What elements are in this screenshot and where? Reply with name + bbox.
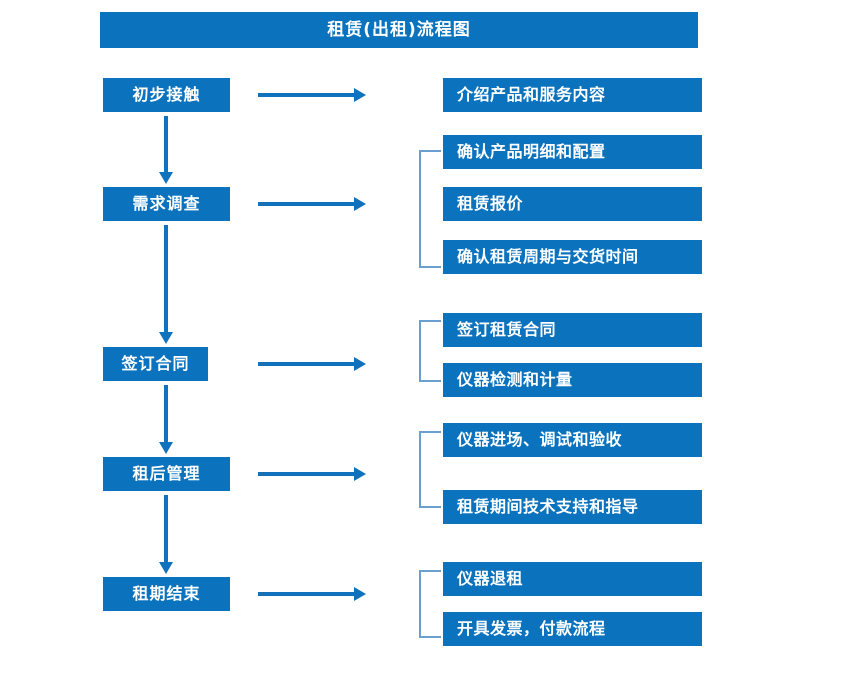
detail-box-1-1[interactable]: 介绍产品和服务内容 <box>443 78 702 112</box>
arrow-shaft <box>258 472 354 476</box>
horizontal-arrow-4 <box>258 466 366 482</box>
group-bracket-3 <box>419 320 441 382</box>
vertical-arrow-2-to-3 <box>158 225 174 344</box>
detail-box-3-2[interactable]: 仪器检测和计量 <box>443 363 702 397</box>
group-bracket-4 <box>419 431 441 508</box>
detail-box-2-1[interactable]: 确认产品明细和配置 <box>443 135 702 169</box>
arrow-shaft <box>258 202 354 206</box>
horizontal-arrow-1 <box>258 87 366 103</box>
arrow-head <box>354 587 366 601</box>
detail-box-2-3[interactable]: 确认租赁周期与交货时间 <box>443 240 702 274</box>
arrow-shaft <box>164 225 168 332</box>
detail-box-3-1[interactable]: 签订租赁合同 <box>443 313 702 347</box>
arrow-head <box>159 442 173 454</box>
horizontal-arrow-3 <box>258 356 366 372</box>
group-bracket-2 <box>419 150 441 268</box>
arrow-head <box>354 88 366 102</box>
detail-box-5-2[interactable]: 开具发票，付款流程 <box>443 612 702 646</box>
stage-box-1[interactable]: 初步接触 <box>103 78 230 112</box>
arrow-shaft <box>258 592 354 596</box>
horizontal-arrow-2 <box>258 196 366 212</box>
arrow-shaft <box>164 116 168 172</box>
arrow-head <box>159 562 173 574</box>
arrow-head <box>354 357 366 371</box>
arrow-head <box>159 172 173 184</box>
vertical-arrow-4-to-5 <box>158 495 174 574</box>
stage-box-3[interactable]: 签订合同 <box>103 347 208 381</box>
vertical-arrow-3-to-4 <box>158 385 174 454</box>
arrow-shaft <box>258 93 354 97</box>
detail-box-4-2[interactable]: 租赁期间技术支持和指导 <box>443 490 702 524</box>
stage-box-2[interactable]: 需求调查 <box>103 187 230 221</box>
vertical-arrow-1-to-2 <box>158 116 174 184</box>
detail-box-4-1[interactable]: 仪器进场、调试和验收 <box>443 423 702 457</box>
horizontal-arrow-5 <box>258 586 366 602</box>
page-title: 租赁(出租)流程图 <box>100 12 698 48</box>
detail-box-5-1[interactable]: 仪器退租 <box>443 562 702 596</box>
arrow-shaft <box>164 385 168 442</box>
arrow-shaft <box>164 495 168 562</box>
detail-box-2-2[interactable]: 租赁报价 <box>443 187 702 221</box>
stage-box-4[interactable]: 租后管理 <box>103 457 230 491</box>
group-bracket-5 <box>419 570 441 638</box>
arrow-shaft <box>258 362 354 366</box>
arrow-head <box>159 332 173 344</box>
arrow-head <box>354 467 366 481</box>
stage-box-5[interactable]: 租期结束 <box>103 577 230 611</box>
arrow-head <box>354 197 366 211</box>
